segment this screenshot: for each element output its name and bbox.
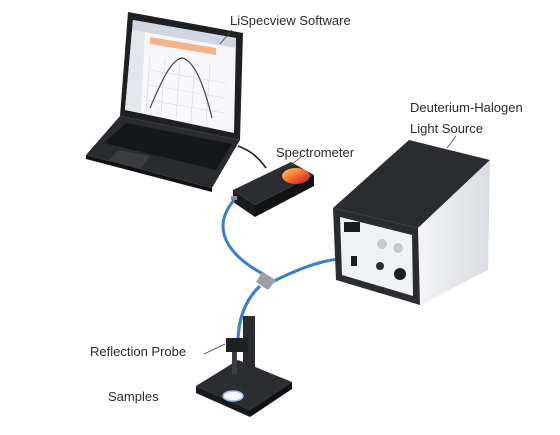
- leader-software: [219, 29, 233, 45]
- screen-toolbar: [132, 20, 236, 48]
- spectrometer-front: [233, 190, 255, 217]
- label-light-source-line1: Deuterium-Halogen: [410, 100, 523, 115]
- spectrometer-connector: [231, 196, 237, 200]
- usb-cable: [237, 145, 267, 169]
- fiber-junction: [256, 272, 276, 290]
- knob-right: [393, 243, 403, 253]
- screen-spectrum-curve: [149, 57, 213, 119]
- laptop-front-edge: [86, 155, 212, 192]
- laptop-keyboard: [104, 123, 232, 170]
- leader-spectrometer: [286, 155, 303, 169]
- label-light-source-line2: Light Source: [410, 121, 483, 136]
- screen-header-band: [150, 37, 216, 55]
- screen-grid: [145, 54, 227, 125]
- fiber-to-spectrometer: [221, 199, 266, 277]
- base-plate-side: [250, 382, 292, 417]
- fiber-port: [376, 262, 384, 270]
- output-port: [394, 268, 406, 280]
- stand-post: [243, 316, 255, 388]
- light-source: [333, 140, 490, 305]
- spectrometer: [231, 162, 314, 217]
- spectrometer-side: [255, 175, 314, 217]
- light-source-top: [333, 140, 490, 228]
- light-source-side: [418, 160, 490, 305]
- probe-stand: [196, 316, 292, 417]
- label-spectrometer: Spectrometer: [276, 145, 355, 160]
- display-window: [344, 222, 360, 232]
- fiber-to-probe: [236, 284, 262, 343]
- knob-left: [377, 239, 387, 249]
- sample-disk: [222, 390, 244, 402]
- probe-holder: [226, 338, 248, 352]
- leader-reflection-probe: [203, 343, 226, 355]
- base-plate-front: [196, 386, 250, 417]
- label-software: LiSpecview Software: [230, 13, 351, 28]
- label-samples: Samples: [108, 389, 159, 404]
- power-switch: [351, 256, 357, 266]
- screen-sidebar: [125, 30, 145, 113]
- label-reflection-probe: Reflection Probe: [90, 344, 187, 359]
- leader-light-source: [446, 135, 457, 149]
- spectrometer-glow-graphic: [282, 168, 310, 184]
- laptop: [86, 12, 243, 192]
- probe-tip: [232, 352, 237, 374]
